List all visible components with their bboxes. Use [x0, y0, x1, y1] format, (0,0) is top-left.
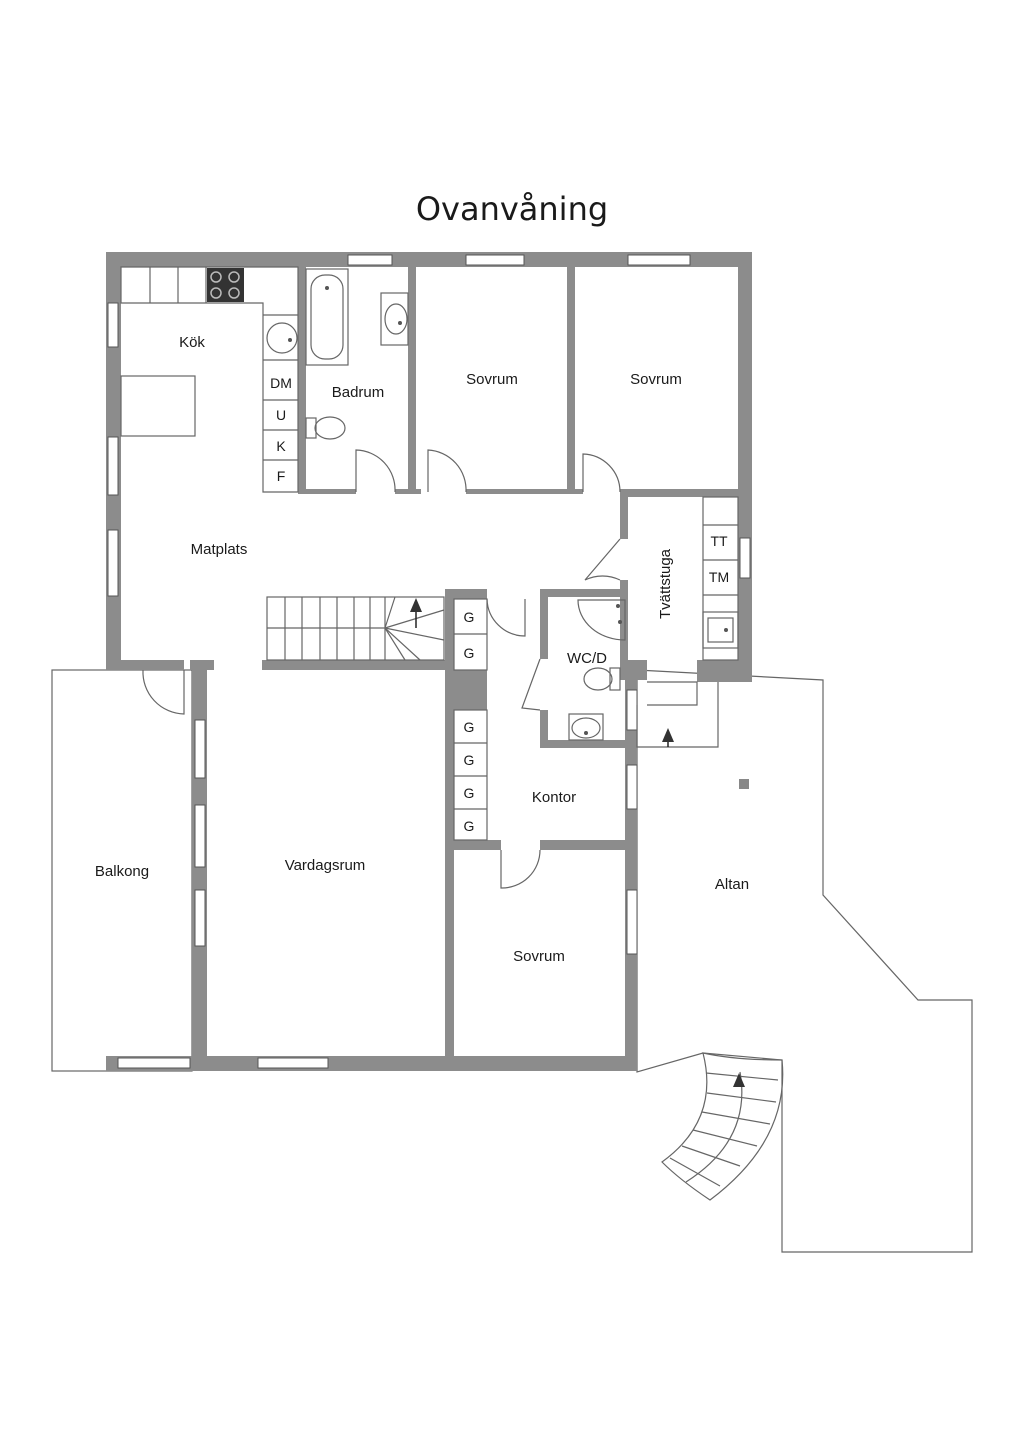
doors	[142, 449, 719, 889]
stove-icon	[207, 268, 244, 302]
appliance-washer-tag: TM	[709, 569, 729, 585]
room-label-wcd: WC/D	[567, 650, 607, 667]
room-label-tvattstuga: Tvättstuga	[657, 548, 674, 619]
room-label-altan: Altan	[715, 876, 749, 893]
room-label-sovrum-1: Sovrum	[466, 371, 518, 388]
shower-icon	[577, 599, 626, 641]
appliance-fridge-tag: K	[276, 438, 286, 454]
room-label-badrum: Badrum	[332, 384, 385, 401]
plan-title: Ovanvåning	[416, 190, 608, 228]
wardrobe-tag: G	[464, 719, 475, 735]
kitchen-sink-icon	[266, 322, 298, 354]
toilet-icon	[305, 416, 346, 440]
appliance-dryer-tag: TT	[710, 533, 728, 549]
room-label-kontor: Kontor	[532, 789, 576, 806]
room-label-sovrum-2: Sovrum	[630, 371, 682, 388]
entrance-arrow	[662, 728, 674, 747]
room-label-matplats: Matplats	[191, 541, 248, 558]
staircase	[266, 596, 445, 661]
wc-toilet-icon	[583, 667, 621, 691]
wardrobe-tag: G	[464, 785, 475, 801]
outdoor-staircase	[661, 1052, 784, 1201]
windows	[107, 254, 751, 1069]
room-label-kok: Kök	[179, 334, 205, 351]
altan-outline	[636, 669, 973, 1253]
wc-sink-icon	[568, 713, 604, 741]
laundry-counter	[702, 496, 739, 661]
room-label-vardagsrum: Vardagsrum	[285, 857, 366, 874]
room-label-balkong: Balkong	[95, 863, 149, 880]
wardrobe-tag: G	[464, 609, 475, 625]
altan-post	[739, 779, 749, 789]
wardrobes	[453, 598, 488, 841]
room-label-sovrum-3: Sovrum	[513, 948, 565, 965]
wardrobe-tag: G	[464, 818, 475, 834]
wardrobe-tag: G	[464, 645, 475, 661]
appliance-dishwasher-tag: DM	[270, 375, 292, 391]
interior-walls	[262, 267, 752, 1071]
appliance-oven-tag: U	[276, 407, 286, 423]
kitchen-counter	[120, 266, 299, 493]
appliance-freezer-tag: F	[277, 468, 286, 484]
bathroom-sink-icon	[380, 292, 409, 346]
bathtub-icon	[305, 268, 349, 366]
wardrobe-tag: G	[464, 752, 475, 768]
